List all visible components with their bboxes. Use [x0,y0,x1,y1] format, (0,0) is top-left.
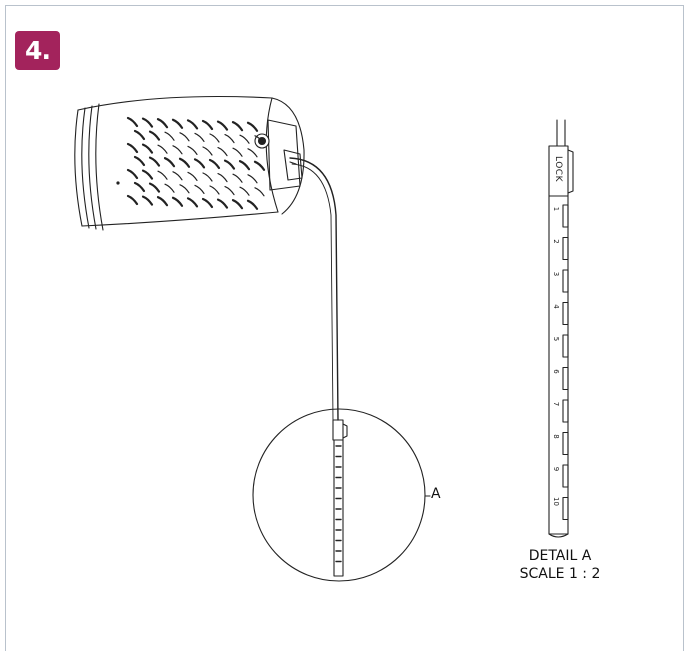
perforation-slot [133,155,146,167]
perforation-slot [171,118,184,129]
perforation-slot [254,135,265,145]
perforation-slot [194,184,205,194]
perforation-slot [186,197,199,208]
detail-caption: DETAIL A SCALE 1 : 2 [500,547,620,583]
perforation-slots [126,116,266,210]
perforation-slot [238,160,251,171]
perforation-slot [164,183,175,193]
perforation-slot [216,198,229,209]
perforation-slot [231,199,244,210]
perforation-slot [202,172,213,182]
perforation-slot [148,130,161,141]
perforation-slot [156,118,169,129]
step-number-badge: 4. [15,31,60,70]
probe-scale-segment [562,366,569,391]
probe-scale-number: 3 [552,272,560,276]
perforation-slot [133,181,146,193]
probe-detail: 1 2 3 4 5 6 7 8 9 10 [548,119,574,538]
probe-scale-number: 1 [552,207,560,211]
probe-scale-segment [562,269,569,293]
perforation-slot [187,145,198,155]
perforation-slot [253,160,266,171]
perforation-slot [148,156,161,167]
probe-scale-segment [562,204,569,228]
perforation-slot [172,145,183,155]
perforation-slot [247,148,258,158]
sensor-cable [289,157,339,421]
perforation-slot [209,133,220,143]
probe-scale-number: 6 [552,369,560,374]
probe-scale-segment [562,301,569,326]
perforation-slot [179,132,190,142]
perforation-slot [209,185,220,195]
probe-scale-segment [562,334,569,358]
detail-scale: SCALE 1 : 2 [519,566,601,582]
perforation-slot [141,195,154,206]
perforation-slot [224,186,235,196]
probe-scale-segment [562,464,569,488]
probe-scale-segment [562,236,569,261]
probe-scale-number: 8 [552,434,560,438]
perforation-slot [141,117,154,128]
perforated-cylinder [74,95,305,231]
perforation-slot [126,142,139,154]
probe-scale-segment [562,496,569,521]
perforation-slot [246,121,259,132]
probe-lock-label: LOCK [553,156,563,182]
perforation-slot [141,169,154,180]
probe-scale-segment [562,431,569,456]
perforation-slot [164,131,175,141]
probe-scale-number: 4 [552,304,560,309]
perforation-slot [232,173,243,183]
perforation-slot [202,146,213,156]
perforation-slot [231,121,244,132]
perforation-slot [246,199,259,210]
perforation-slot [216,120,229,131]
probe-scale-number: 5 [552,337,560,341]
perforation-slot [217,173,228,183]
perforation-slot [239,186,250,196]
probe-scale-segment [562,399,569,423]
probe-scale-number: 10 [552,497,560,506]
probe-scale-number: 9 [552,467,560,471]
callout-letter: A [431,486,441,502]
perforation-slot [201,197,214,209]
detail-circle [252,408,426,582]
perforation-slot [141,143,154,154]
perforation-slot [133,129,146,141]
perforation-slot [201,119,214,131]
perforation-slot [194,132,205,142]
perforation-slot [126,168,139,180]
perforation-slot [172,171,183,181]
perforation-slot [126,116,139,128]
perforation-slot [157,144,168,154]
probe-scale-number: 2 [552,239,560,243]
perforation-slot [186,119,199,130]
perforation-slot [179,184,190,194]
perforation-slot [208,158,221,170]
perforation-slot [163,157,176,168]
perforation-slot [224,134,235,144]
perforation-slot [126,194,139,206]
perforation-slot [239,134,250,144]
perforation-slot [187,171,198,181]
perforation-slot [232,147,243,157]
perforation-slot [171,196,184,207]
perforation-slot [247,174,258,184]
perforation-slot [223,159,236,170]
perforation-slot [148,182,161,193]
instruction-frame [5,5,684,651]
perforation-slot [217,147,228,157]
probe-small [332,419,348,577]
probe-scale-number: 7 [552,402,560,406]
perforation-slot [193,158,206,169]
perforation-slot [178,157,191,168]
perforation-slot [254,187,265,197]
perforation-slot [156,196,169,207]
perforation-slot [157,170,168,180]
detail-title: DETAIL A [528,548,592,564]
